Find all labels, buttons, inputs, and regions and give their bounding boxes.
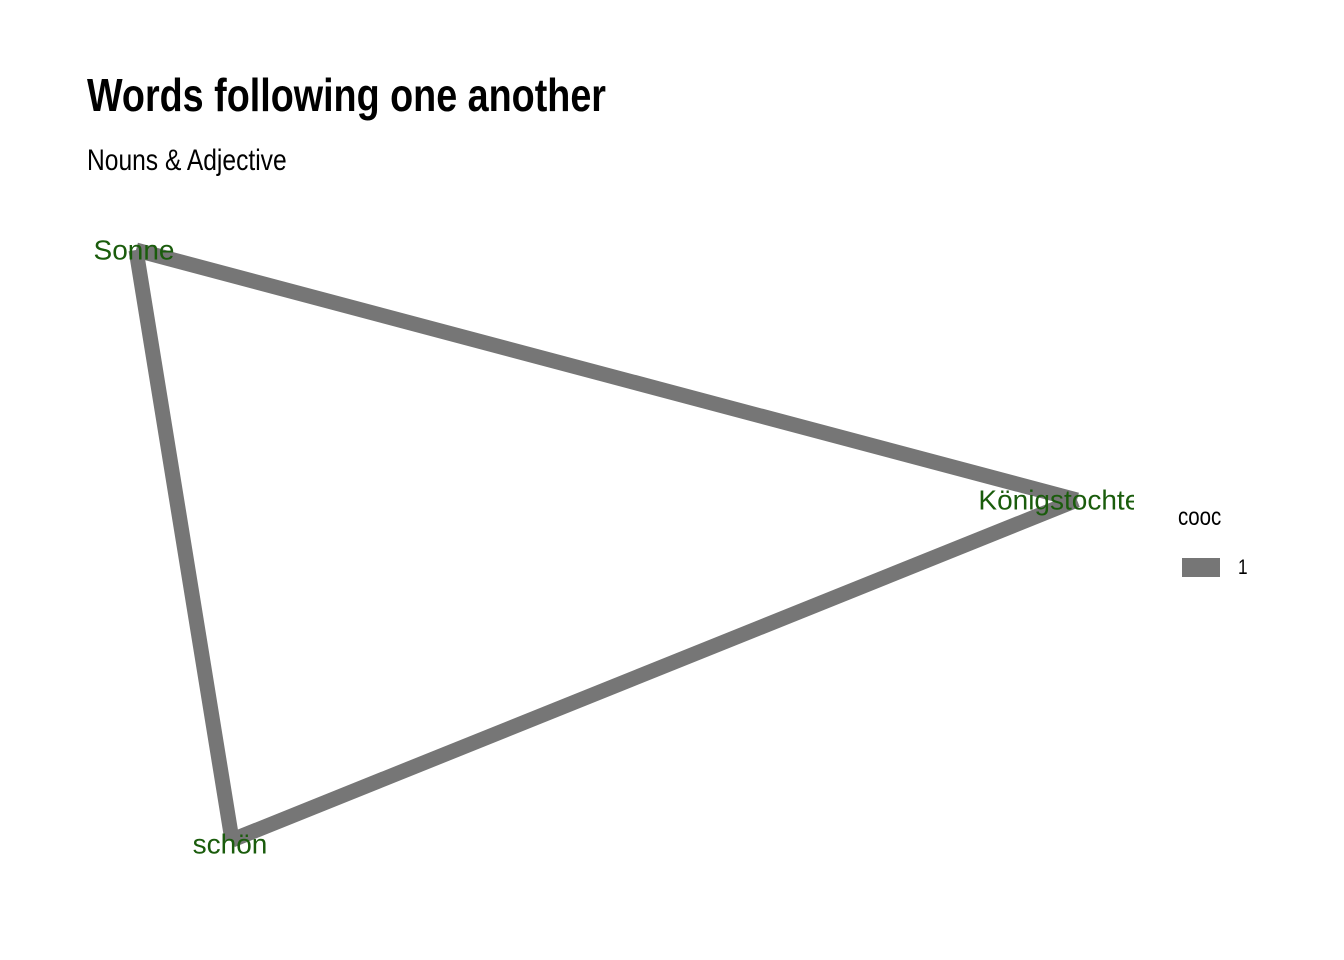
legend-key-label: 1 bbox=[1238, 556, 1248, 579]
edge-sonne-koenig bbox=[134, 242, 1079, 508]
chart-title: Words following one another bbox=[87, 69, 606, 121]
node-label-sonne: Sonne bbox=[94, 234, 175, 265]
edges-layer bbox=[128, 242, 1080, 847]
edge-koenig-schoen bbox=[229, 493, 1080, 847]
node-label-koenig: Königstochter bbox=[978, 484, 1149, 515]
chart-subtitle: Nouns & Adjective bbox=[87, 144, 287, 177]
node-label-schoen: schön bbox=[193, 828, 268, 859]
legend-title: cooc bbox=[1178, 503, 1222, 531]
legend-key-swatch bbox=[1182, 558, 1220, 577]
edge-schoen-sonne bbox=[128, 248, 240, 842]
